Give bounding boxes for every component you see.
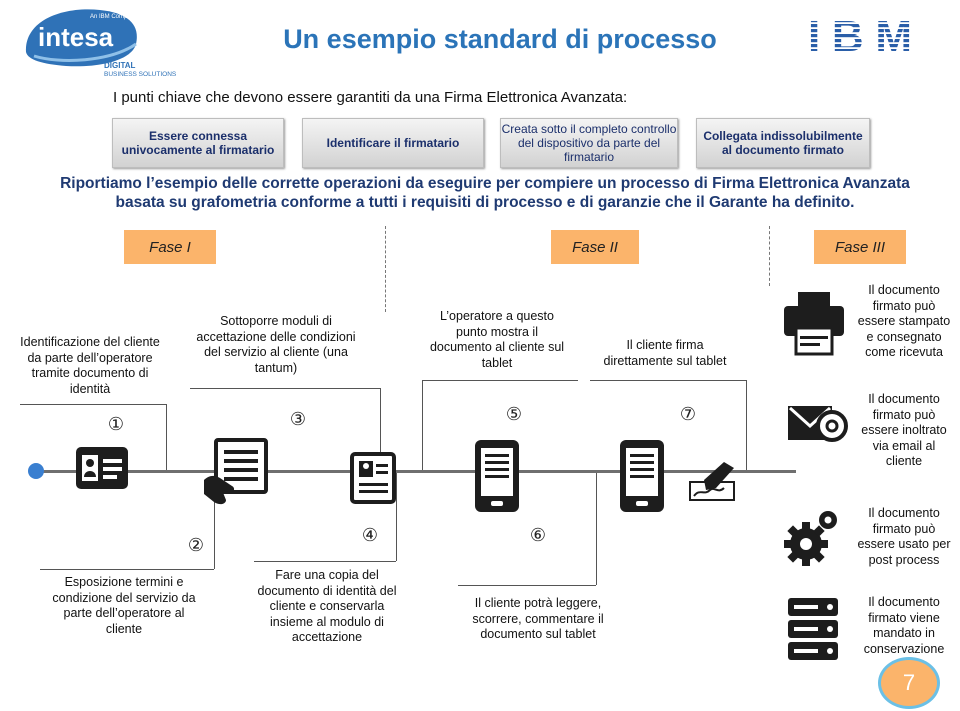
- step-connector: [746, 380, 747, 470]
- step-6-text: Il cliente potrà leggere, scorrere, comm…: [472, 596, 604, 641]
- step-5-number: ⑤: [505, 404, 523, 424]
- phase-label: Fase II: [551, 230, 639, 264]
- ibm-logo-text: IBM: [808, 12, 912, 61]
- key-point-box: Essere connessa univocamente al firmatar…: [112, 118, 284, 168]
- key-point-box: Identificare il firmatario: [302, 118, 484, 168]
- step-bracket: [20, 404, 166, 405]
- logo-main-text: intesa: [38, 22, 114, 52]
- step-connector: [214, 473, 215, 569]
- step-3-text: Sottoporre moduli di accettazione delle …: [196, 314, 356, 375]
- step-connector: [380, 388, 381, 470]
- step-7-text: Il cliente firma direttamente sul tablet: [603, 338, 727, 368]
- step-connector: [396, 473, 397, 561]
- hand-document-icon: [204, 438, 268, 505]
- ibm-logo: IBM: [808, 12, 912, 61]
- signing-hand-icon: [689, 462, 735, 501]
- email-icon: [788, 406, 848, 442]
- gears-icon: [784, 511, 837, 566]
- page-number-badge: 7: [878, 657, 940, 709]
- outcome-conservation-text: Il documento firmato viene mandato in co…: [863, 595, 945, 656]
- outcome-print-text: Il documento firmato può essere stampato…: [857, 283, 951, 359]
- tablet-icon: [475, 440, 519, 512]
- id-card-icon: [76, 447, 128, 489]
- step-5-text: L’operatore a questo punto mostra il doc…: [429, 309, 565, 370]
- step-bracket: [40, 569, 214, 570]
- key-point-box: Creata sotto il completo controllo del d…: [500, 118, 678, 168]
- outcome-email-text: Il documento firmato può essere inoltrat…: [861, 392, 947, 468]
- intro-paragraph: Riportiamo l’esempio delle corrette oper…: [60, 175, 910, 211]
- step-1-text: Identificazione del cliente da parte del…: [20, 335, 160, 396]
- step-4-number: ④: [361, 525, 379, 545]
- step-bracket: [590, 380, 746, 381]
- step-connector: [422, 380, 423, 470]
- tablet-icon: [620, 440, 664, 512]
- timeline: [36, 470, 796, 473]
- step-1-number: ①: [107, 414, 125, 434]
- logo-tag-text: An IBM Company: [90, 14, 137, 20]
- id-document-icon: [350, 452, 396, 504]
- phase-divider: [769, 226, 770, 286]
- intesa-logo: intesa An IBM Company DIGITAL BUSINESS S…: [20, 4, 200, 78]
- subtitle: I punti chiave che devono essere garanti…: [113, 89, 628, 106]
- outcome-postprocess-text: Il documento firmato può essere usato pe…: [857, 506, 951, 567]
- step-2-text: Esposizione termini e condizione del ser…: [52, 575, 196, 636]
- step-bracket: [422, 380, 578, 381]
- step-connector: [596, 473, 597, 585]
- logo-sub2-text: BUSINESS SOLUTIONS: [104, 71, 177, 78]
- phase-divider: [385, 226, 386, 312]
- phase-label: Fase I: [124, 230, 216, 264]
- step-6-number: ⑥: [529, 525, 547, 545]
- step-3-number: ③: [289, 409, 307, 429]
- page-title: Un esempio standard di processo: [283, 24, 717, 54]
- key-point-box: Collegata indissolubilmente al documento…: [696, 118, 870, 168]
- step-7-number: ⑦: [679, 404, 697, 424]
- step-bracket: [458, 585, 596, 586]
- printer-icon: [784, 292, 844, 356]
- timeline-start-dot: [28, 463, 44, 479]
- server-icon: [788, 598, 838, 660]
- step-2-number: ②: [187, 535, 205, 555]
- step-connector: [166, 404, 167, 470]
- step-4-text: Fare una copia del documento di identità…: [257, 568, 397, 644]
- phase-label: Fase III: [814, 230, 906, 264]
- logo-sub1-text: DIGITAL: [104, 61, 136, 70]
- step-bracket: [190, 388, 380, 389]
- step-bracket: [254, 561, 396, 562]
